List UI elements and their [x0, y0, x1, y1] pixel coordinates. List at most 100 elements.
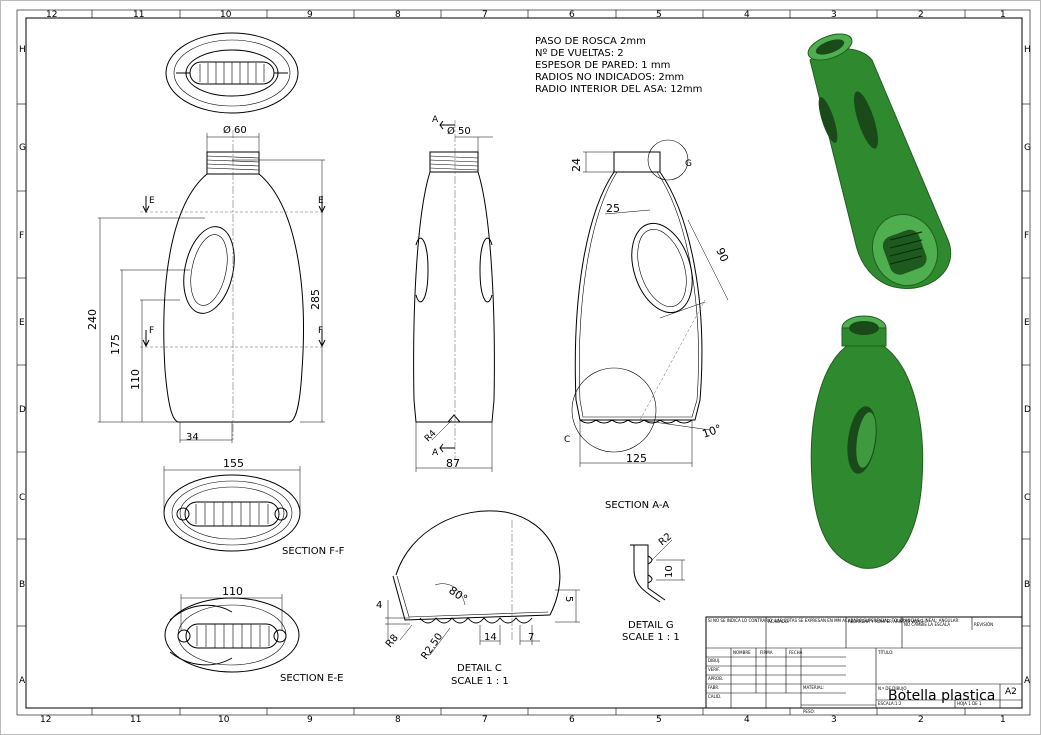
zone-col-label: 7: [482, 715, 488, 725]
zone-col-label: 3: [831, 715, 837, 725]
zone-row-label: C: [19, 493, 25, 503]
outer-frame: [16, 9, 1031, 716]
zone-col-label: 12: [40, 715, 51, 725]
zone-col-label: 9: [307, 10, 313, 20]
note-line: PASO DE ROSCA 2mm: [535, 36, 646, 47]
detail-g-scale: SCALE 1 : 1: [622, 632, 680, 643]
dim-110: 110: [129, 369, 142, 390]
dim-10: 10: [664, 565, 675, 578]
zone-ticks: [17, 10, 1030, 715]
detail-g-title: DETAIL G: [628, 620, 674, 631]
title-block-row: VERIF.: [708, 667, 720, 672]
zone-row-label: B: [19, 580, 25, 590]
section-label-f: F: [149, 326, 154, 336]
sheet-size: A2: [1005, 687, 1017, 697]
section-e-e-view: [164, 597, 300, 673]
dim-diameter-60: Ø 60: [223, 124, 247, 136]
dim-25: 25: [606, 202, 620, 215]
detail-g-view: [630, 544, 666, 603]
zone-col-label: 6: [569, 10, 575, 20]
dim-175: 175: [109, 334, 122, 355]
section-e-e-title: SECTION E-E: [280, 673, 343, 684]
title-block-escala: ESCALA:1:2: [878, 701, 902, 706]
dim-24: 24: [570, 158, 583, 172]
note-line: ESPESOR DE PARED: 1 mm: [535, 60, 670, 71]
zone-row-label: A: [1024, 676, 1031, 686]
title-block-peso: PESO:: [803, 709, 815, 714]
dim-87: 87: [446, 457, 460, 470]
title-block-revision: REVISIÓN: [974, 622, 993, 627]
title-block-rebarbar: REBARBAR Y ROMPER ARISTAS VIVAS: [848, 619, 923, 624]
zone-labels-right: H G F E D C B A: [1024, 45, 1031, 686]
title-block-col-fecha: FECHA: [789, 650, 803, 655]
zone-col-label: 4: [744, 10, 750, 20]
section-label-e: E: [318, 196, 324, 206]
zone-col-label: 11: [130, 715, 141, 725]
title-block-row: APROB.: [708, 676, 723, 681]
dim-10-degrees: 10°: [701, 422, 724, 441]
zone-row-label: F: [19, 231, 24, 241]
zone-row-label: G: [19, 143, 26, 153]
side-view-dimensions: [415, 136, 493, 472]
detail-c-scale: SCALE 1 : 1: [451, 676, 509, 687]
title-block-row: FABR.: [708, 685, 719, 690]
zone-col-label: 3: [831, 10, 837, 20]
title-block-notes: SI NO SE INDICA LO CONTRARIO: LAS COTAS …: [708, 618, 960, 623]
general-notes: PASO DE ROSCA 2mm Nº DE VUELTAS: 2 ESPES…: [535, 36, 702, 95]
title-block-no-cambie: NO CAMBIE LA ESCALA: [904, 622, 950, 627]
zone-labels-left: H G F E D C B A: [19, 45, 26, 686]
detail-g-marker: G: [685, 159, 692, 169]
section-a-a-view: [571, 139, 711, 453]
zone-col-label: 4: [744, 715, 750, 725]
zone-col-label: 12: [46, 10, 57, 20]
section-f-f-title: SECTION F-F: [282, 546, 345, 557]
note-line: RADIO INTERIOR DEL ASA: 12mm: [535, 84, 702, 95]
zone-row-label: A: [19, 676, 26, 686]
dim-155: 155: [223, 457, 244, 470]
zone-col-label: 5: [656, 715, 662, 725]
title-block-row: DIBUJ.: [708, 658, 720, 663]
zone-col-label: 2: [918, 715, 924, 725]
dim-240: 240: [86, 309, 99, 330]
iso-model-lower: [810, 315, 924, 569]
zone-labels-bottom: 12 11 10 9 8 7 6 5 4 3 2 1: [40, 715, 1006, 725]
section-label-a: A: [432, 115, 439, 125]
zone-row-label: D: [19, 405, 26, 415]
zone-row-label: C: [1024, 493, 1030, 503]
dim-14: 14: [484, 632, 497, 643]
dim-diameter-50: Ø 50: [447, 125, 471, 137]
dim-90: 90: [713, 246, 731, 264]
dim-285: 285: [309, 289, 322, 310]
front-view-dimensions: [98, 133, 325, 443]
dim-110-section-e: 110: [222, 585, 243, 598]
zone-row-label: H: [19, 45, 26, 55]
section-label-e: E: [149, 196, 155, 206]
title-block-col-firma: FIRMA: [760, 650, 773, 655]
top-view: [165, 32, 299, 114]
zone-col-label: 9: [307, 715, 313, 725]
detail-c-marker: C: [564, 435, 570, 445]
section-e-e-dimensions: [180, 594, 283, 630]
detail-c-dimensions: [385, 589, 580, 656]
title-block: SI NO SE INDICA LO CONTRARIO: LAS COTAS …: [705, 616, 1023, 714]
section-a-a-title: SECTION A-A: [605, 500, 669, 511]
section-label-a: A: [432, 448, 439, 458]
zone-labels-top: 12 11 10 9 8 7 6 5 4 3 2 1: [46, 10, 1006, 20]
detail-g-dimensions: [651, 539, 685, 581]
zone-row-label: F: [1024, 231, 1029, 241]
dim-34: 34: [186, 432, 199, 443]
note-line: RADIOS NO INDICADOS: 2mm: [535, 72, 684, 83]
title-block-drawing-number: N.º DE DIBUJO: [878, 686, 907, 691]
iso-model-upper: [807, 33, 951, 289]
zone-col-label: 8: [395, 715, 401, 725]
zone-col-label: 1: [1000, 715, 1006, 725]
zone-row-label: H: [1024, 45, 1031, 55]
section-label-f: F: [318, 326, 323, 336]
detail-c-title: DETAIL C: [457, 663, 502, 674]
note-line: Nº DE VUELTAS: 2: [535, 48, 624, 59]
section-a-a-dimensions: [579, 151, 729, 467]
title-block-material: MATERIAL:: [803, 685, 824, 690]
zone-col-label: 1: [1000, 10, 1006, 20]
zone-col-label: 10: [218, 715, 230, 725]
